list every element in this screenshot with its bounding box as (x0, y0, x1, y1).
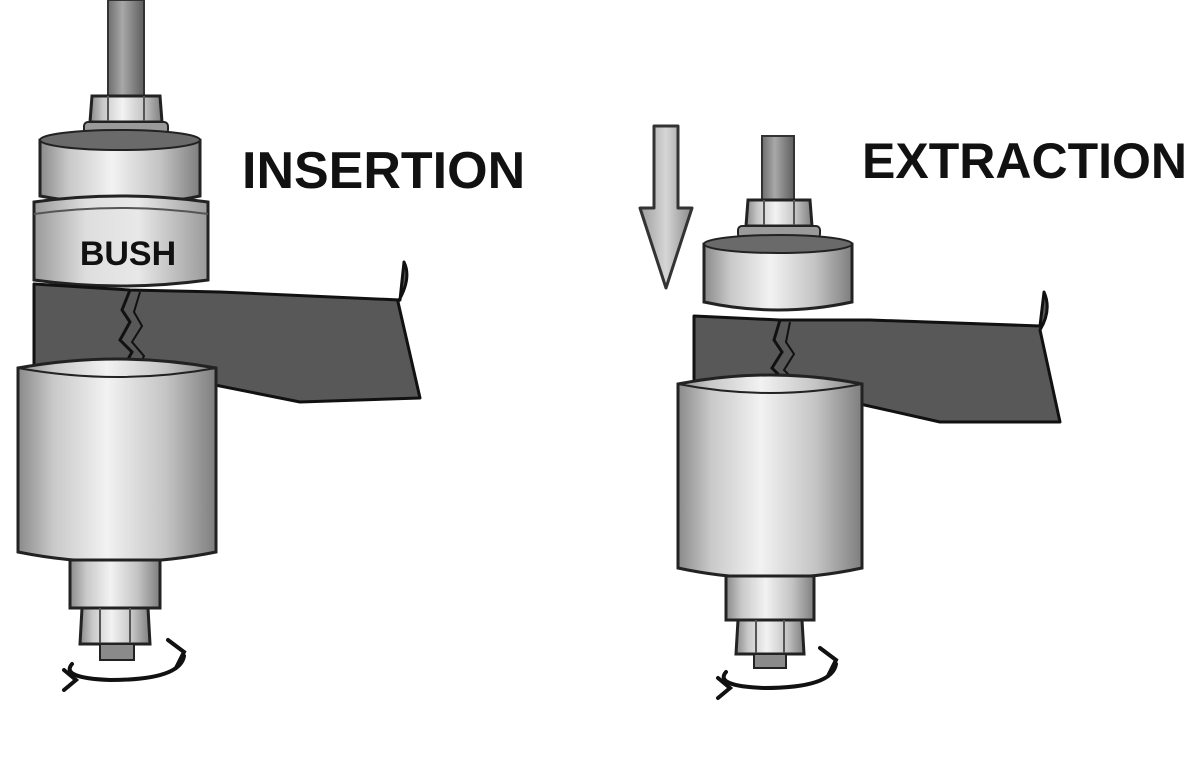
lower-nut (734, 618, 806, 656)
extraction-assembly (676, 135, 1062, 700)
top-nut (88, 94, 164, 124)
bush-component (32, 194, 210, 288)
threaded-rod-top (761, 135, 795, 205)
insertion-assembly: BUSH (16, 0, 422, 692)
top-nut (744, 198, 814, 228)
bush-label: BUSH (80, 235, 176, 273)
receiver-cup (16, 357, 218, 564)
extraction-title: EXTRACTION (862, 133, 1187, 189)
lower-spindle (724, 574, 816, 622)
threaded-rod-top (107, 0, 145, 99)
down-arrow-icon (638, 124, 694, 290)
insertion-title: INSERTION (242, 142, 525, 200)
receiver-cup (676, 373, 864, 580)
lower-nut (78, 606, 152, 646)
lower-spindle (68, 558, 162, 610)
rotation-arrow-icon (62, 638, 187, 692)
rotation-arrow-icon (716, 646, 839, 700)
